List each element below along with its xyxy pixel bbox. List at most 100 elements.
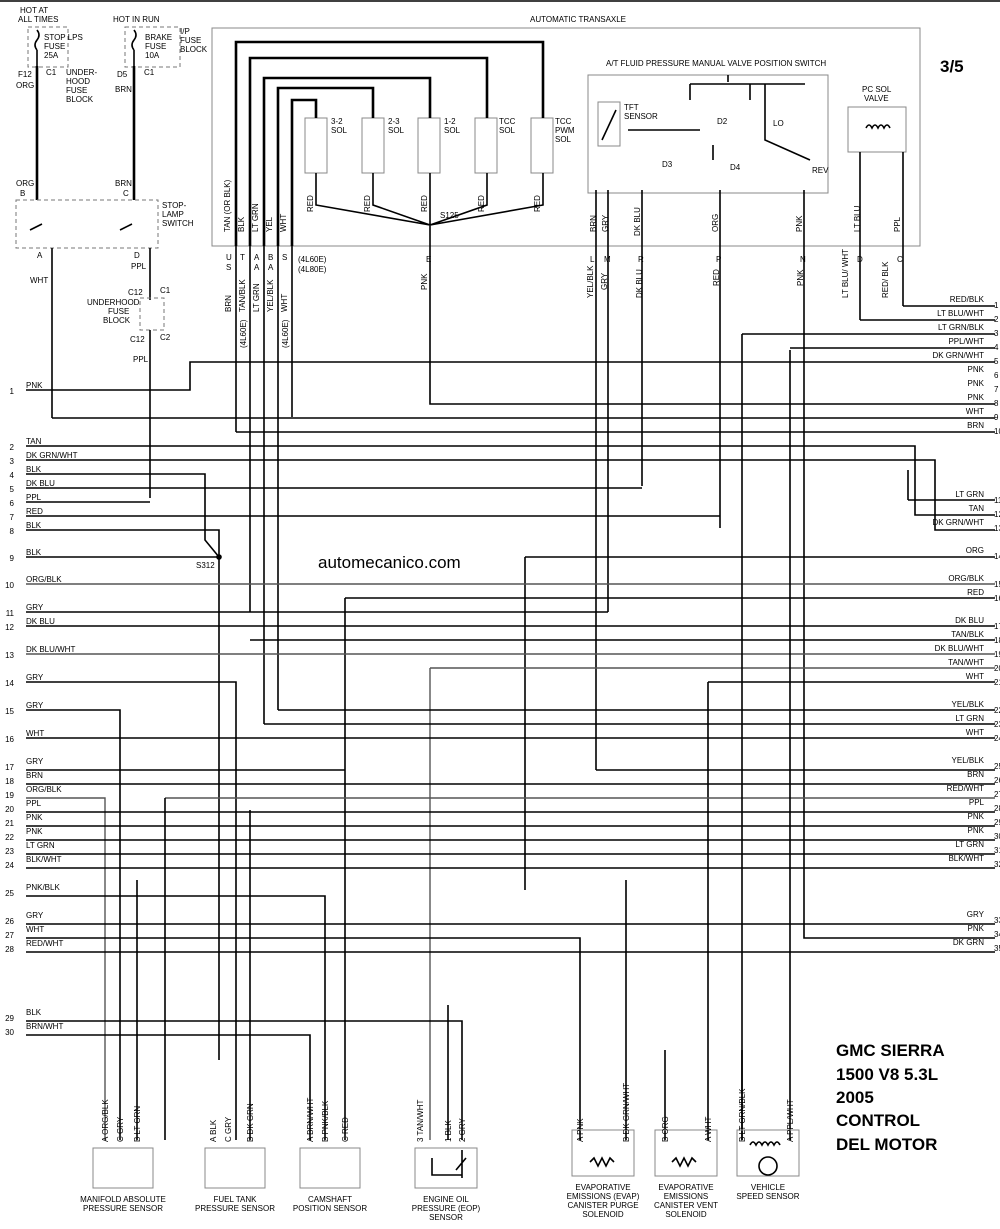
right-terminal-color: LT GRN/BLK — [938, 323, 985, 332]
sensor-wire-label: B PNK/BLK — [321, 1100, 330, 1142]
right-terminal-color: TAN/BLK — [951, 630, 984, 639]
wire-label: ORG — [16, 179, 34, 188]
right-terminal-number: 7 — [994, 385, 999, 394]
wire-label: YEL/BLK — [586, 265, 595, 298]
sensor-arrow — [601, 109, 617, 141]
harness-wires — [26, 152, 995, 1140]
right-terminal-number: 17 — [994, 622, 1000, 631]
pin-label: C1 — [160, 286, 171, 295]
right-terminal-color: PPL/WHT — [948, 337, 984, 346]
right-terminal-number: 16 — [994, 594, 1000, 603]
pin-label: B — [20, 189, 25, 198]
switch-label: SWITCH — [162, 219, 194, 228]
wire-label: RED — [712, 269, 721, 286]
wire-label: LT GRN — [252, 283, 261, 312]
wire — [742, 333, 995, 349]
left-terminal-number: 16 — [5, 735, 14, 744]
right-terminal-color: PNK — [968, 924, 985, 933]
sensor-wire-label: A PNK — [576, 1118, 585, 1142]
right-terminal-number: 14 — [994, 552, 1000, 561]
fuse-label: BRAKE — [145, 33, 172, 42]
right-terminal-number: 3 — [994, 329, 999, 338]
left-terminal-number: 25 — [5, 889, 14, 898]
wire-label: RED — [533, 195, 542, 212]
caption-line: CONTROL — [836, 1111, 920, 1130]
sensor-name: EVAPORATIVE — [658, 1183, 713, 1192]
tft-sensor-symbol — [597, 101, 621, 147]
stop-fuse-box — [27, 26, 69, 68]
left-terminal-color: WHT — [26, 925, 44, 934]
left-terminal-number: 27 — [5, 931, 14, 940]
page-number: 3/5 — [940, 57, 964, 76]
pin-label: A — [268, 263, 274, 272]
switch-label: LAMP — [162, 210, 184, 219]
sensor-symbol — [431, 1150, 467, 1178]
right-terminal-color: TAN/WHT — [948, 658, 984, 667]
wire — [26, 797, 995, 1140]
right-terminal-number: 20 — [994, 664, 1000, 673]
wire-label: PNK — [796, 269, 805, 286]
sensor-wire-label: A ORG/BLK — [101, 1099, 110, 1142]
fuse-symbol — [131, 29, 137, 66]
pc-sol-label: VALVE — [864, 94, 889, 103]
wire — [26, 937, 581, 1140]
pin-label: S — [282, 253, 287, 262]
solenoid-label: SOL — [331, 126, 348, 135]
sensor-wire-label: A WHT — [704, 1117, 713, 1142]
left-terminal-number: 13 — [5, 651, 14, 660]
hot-label: ALL TIMES — [18, 15, 58, 24]
sensors — [92, 1129, 800, 1189]
right-terminal-color: BLK/WHT — [948, 854, 984, 863]
wire — [26, 895, 326, 1140]
internal-harness — [234, 40, 545, 246]
vss-symbol — [758, 1156, 778, 1176]
wire — [625, 350, 791, 1140]
right-terminal-number: 34 — [994, 930, 1000, 939]
pin-label: S — [226, 263, 231, 272]
right-terminal-color: DK BLU — [955, 616, 984, 625]
pin-label: L — [590, 255, 595, 264]
wire-label: RED — [420, 195, 429, 212]
right-terminal-color: YEL/BLK — [952, 756, 985, 765]
switch-position: D4 — [730, 163, 741, 172]
right-terminal-number: 9 — [994, 413, 999, 422]
caption-line: GMC SIERRA — [836, 1041, 945, 1060]
switch-position: LO — [773, 119, 784, 128]
solenoid-label: 2-3 — [388, 117, 400, 126]
left-terminal-color: PNK — [26, 827, 43, 836]
left-terminal-number: 2 — [10, 443, 15, 452]
wire — [26, 681, 237, 1140]
right-terminal-number: 24 — [994, 734, 1000, 743]
pin-label: R — [638, 255, 644, 264]
switch-position: D3 — [662, 160, 673, 169]
solenoid-tcc — [474, 117, 498, 174]
wire-label: RED — [306, 195, 315, 212]
wire — [707, 681, 995, 1140]
fuse-block-label: BLOCK — [103, 316, 131, 325]
right-terminal-color: LT BLU/WHT — [937, 309, 984, 318]
wire-label: WHT — [280, 294, 289, 312]
fuse-block-label: UNDERHOOD — [87, 298, 140, 307]
sensor-name: MANIFOLD ABSOLUTE — [80, 1195, 166, 1204]
pin-label: N — [800, 255, 806, 264]
fuse-label: 10A — [145, 51, 160, 60]
right-terminal-color: YEL/BLK — [952, 700, 985, 709]
watermark: automecanico.com — [318, 553, 461, 572]
pin-label: C1 — [144, 68, 155, 77]
sensor-name: PRESSURE (EOP) — [412, 1204, 481, 1213]
right-terminal-number: 1 — [994, 301, 999, 310]
switch-position: REV — [812, 166, 829, 175]
right-terminal-number: 15 — [994, 580, 1000, 589]
solenoid-label: 3-2 — [331, 117, 343, 126]
right-terminal-color: GRY — [967, 910, 985, 919]
right-terminal-color: DK GRN/WHT — [932, 351, 984, 360]
sensor-name: EMISSIONS — [664, 1192, 708, 1201]
left-terminal-color: GRY — [26, 757, 44, 766]
solenoid-label: 1-2 — [444, 117, 456, 126]
solenoid-label: SOL — [499, 126, 516, 135]
model-note: (4L60E) — [239, 319, 248, 348]
resistor-symbol — [671, 1156, 697, 1168]
caption-line: 1500 V8 5.3L — [836, 1065, 938, 1084]
left-terminal-color: DK BLU — [26, 617, 55, 626]
